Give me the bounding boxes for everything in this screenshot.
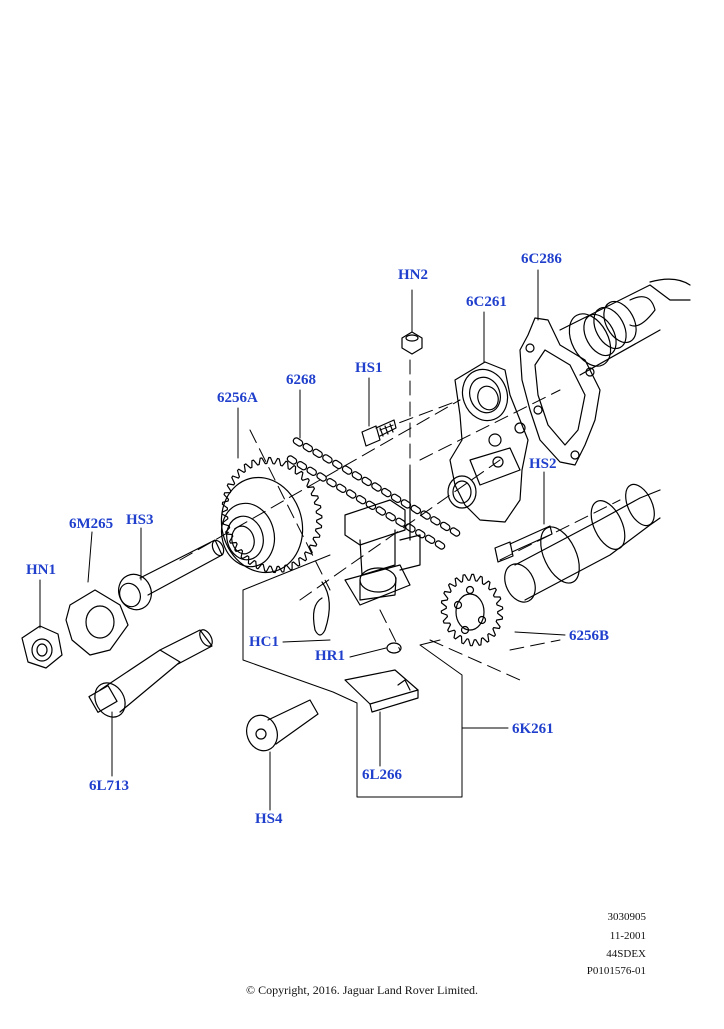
chain-link	[351, 471, 363, 481]
chain-link	[306, 466, 317, 476]
hub-6256a	[220, 476, 304, 574]
label-hs4: HS4	[255, 811, 283, 827]
label-6c261: 6C261	[466, 294, 507, 310]
sprocket-hole	[453, 600, 463, 610]
label-6l713: 6L713	[89, 778, 130, 794]
chain-link	[322, 454, 333, 464]
chain-link	[316, 472, 327, 482]
chain-link	[449, 527, 461, 537]
camshaft-upper	[559, 278, 691, 376]
chain-link	[336, 483, 347, 493]
chain-link	[375, 506, 387, 516]
chain-link	[410, 504, 422, 515]
camshaft-lower	[504, 483, 661, 603]
chain-link	[405, 523, 416, 533]
chain-link	[381, 487, 392, 498]
chain-link	[430, 516, 441, 526]
gasket	[519, 317, 601, 466]
label-hc1: HC1	[249, 634, 279, 650]
housing	[447, 361, 529, 523]
chain-link	[420, 510, 431, 520]
chain-link	[415, 529, 426, 539]
label-6l266: 6L266	[362, 767, 403, 783]
bracket-6l266	[344, 669, 419, 713]
tensioner	[344, 469, 421, 606]
label-hs2: HS2	[529, 456, 557, 472]
label-6268: 6268	[286, 372, 316, 388]
bolt-hs1	[361, 419, 397, 447]
leader-lines	[39, 269, 566, 811]
chain-link	[424, 534, 436, 544]
oring-hr1	[386, 642, 402, 654]
label-hr1: HR1	[315, 648, 345, 664]
sprocket-6256b	[440, 573, 504, 647]
chain-link	[302, 442, 314, 453]
clip-hc1	[312, 581, 330, 636]
label-6m265: 6M265	[69, 516, 114, 532]
chain-link	[365, 500, 377, 510]
chain-link	[312, 448, 323, 458]
ref-number: 3030905	[607, 911, 647, 923]
sprocket-hole	[460, 625, 470, 635]
sprocket-hole	[465, 585, 475, 595]
chain-link	[292, 437, 304, 447]
timing-chain	[286, 437, 461, 550]
nut-hn2	[401, 331, 423, 355]
chain-link	[286, 455, 298, 465]
label-6256a: 6256A	[217, 390, 258, 406]
label-hs1: HS1	[355, 360, 383, 376]
ref-code: P0101576-01	[586, 965, 646, 977]
label-6256b: 6256B	[569, 628, 610, 644]
chain-link	[326, 478, 337, 488]
bolt-hs2	[494, 525, 553, 563]
label-hn1: HN1	[26, 562, 56, 578]
chain-link	[355, 495, 367, 505]
label-hs3: HS3	[126, 512, 154, 528]
label-6c286: 6C286	[521, 251, 562, 267]
copyright-notice: © Copyright, 2016. Jaguar Land Rover Lim…	[245, 983, 479, 997]
chain-link	[434, 540, 446, 550]
solenoid-6l713	[88, 629, 213, 718]
chain-link	[341, 465, 353, 475]
sprocket-hub	[455, 593, 485, 631]
chain-link	[390, 493, 402, 503]
chain-link	[361, 476, 372, 487]
ref-date: 11-2001	[609, 930, 646, 942]
chain-link	[385, 512, 396, 522]
sprocket-teeth	[440, 573, 504, 647]
bolt-hs3	[118, 539, 225, 611]
label-6k261: 6K261	[512, 721, 554, 737]
ref-model: 44SDEX	[606, 948, 646, 960]
washer-6m265	[65, 589, 129, 656]
bolt-hs4	[246, 699, 319, 752]
nut-hn1	[21, 625, 63, 669]
chain-link	[439, 521, 451, 532]
chain-link	[345, 489, 357, 499]
chain-link	[371, 482, 382, 492]
label-hn2: HN2	[398, 267, 428, 283]
chain-link	[296, 461, 308, 471]
axis-lines-2	[429, 639, 521, 681]
sprocket-hole	[477, 615, 487, 625]
chain-link	[332, 459, 343, 470]
